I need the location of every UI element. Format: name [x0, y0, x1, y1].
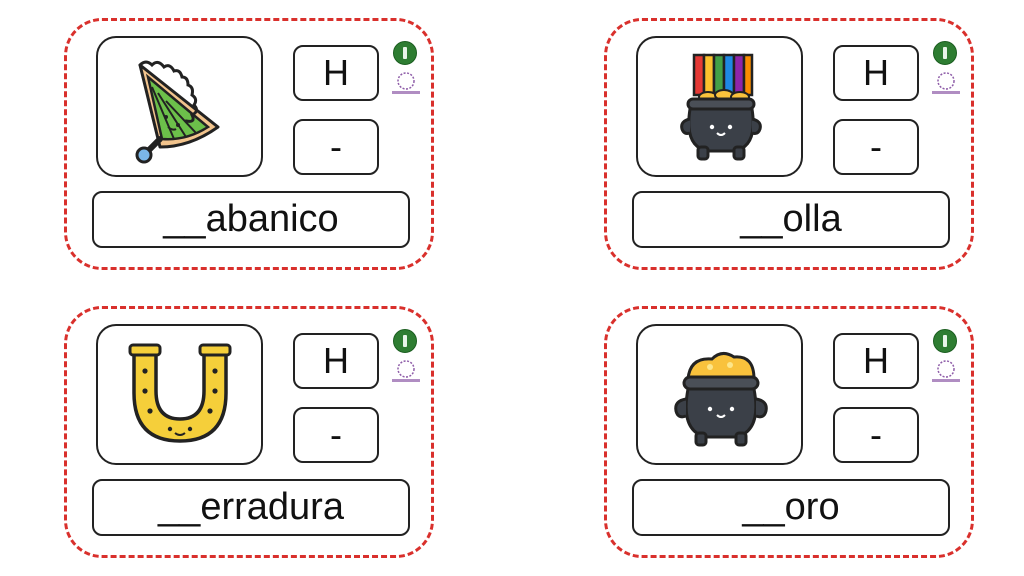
card-erradura: H - __erradura — [64, 306, 434, 558]
card-abanico: H - __abanico — [64, 18, 434, 270]
brand-logo-icon — [933, 329, 957, 353]
picture-box — [636, 324, 803, 465]
letter-box: H — [293, 45, 379, 101]
card-olla: H - __olla — [604, 18, 974, 270]
picture-box — [96, 324, 263, 465]
rainbow-pot-icon — [679, 53, 762, 160]
letter-box: H — [293, 333, 379, 389]
pot-of-gold-icon — [673, 351, 768, 446]
letter-box: H — [833, 45, 919, 101]
answer-box: - — [293, 119, 379, 175]
hand-fan-icon — [135, 60, 219, 163]
word-box: __erradura — [92, 479, 410, 536]
answer-box: - — [833, 407, 919, 463]
brand-logo-icon — [393, 41, 417, 65]
answer-box: - — [833, 119, 919, 175]
letter-box: H — [833, 333, 919, 389]
brand-logo-icon — [393, 329, 417, 353]
secondary-logo-icon — [389, 71, 423, 97]
picture-box — [96, 36, 263, 177]
card-oro: H - __oro — [604, 306, 974, 558]
secondary-logo-icon — [929, 359, 963, 385]
word-box: __abanico — [92, 191, 410, 248]
horseshoe-icon — [128, 343, 231, 443]
word-box: __olla — [632, 191, 950, 248]
secondary-logo-icon — [929, 71, 963, 97]
answer-box: - — [293, 407, 379, 463]
secondary-logo-icon — [389, 359, 423, 385]
picture-box — [636, 36, 803, 177]
word-box: __oro — [632, 479, 950, 536]
brand-logo-icon — [933, 41, 957, 65]
